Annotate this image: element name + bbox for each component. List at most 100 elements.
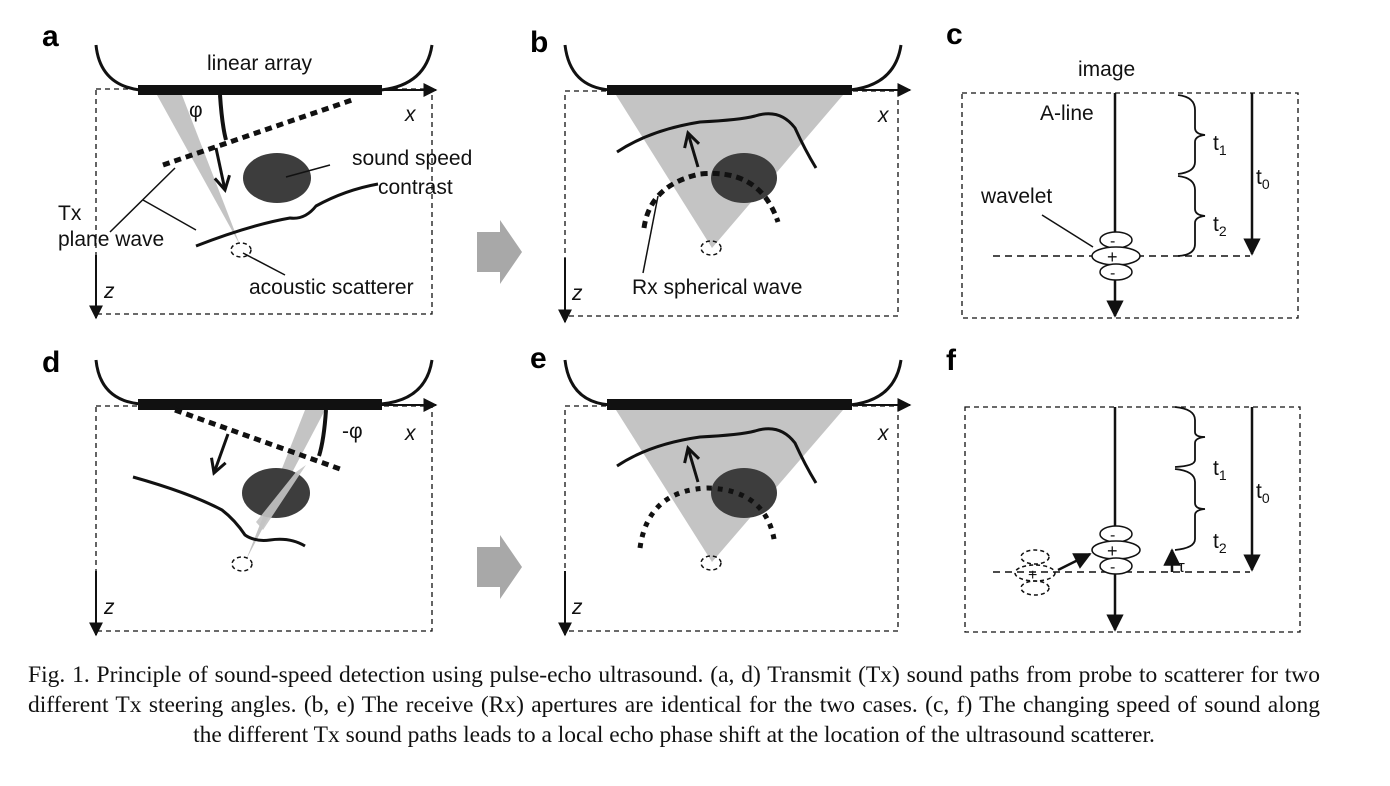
rx-leader [642,195,659,274]
tx-label-line1: Tx [58,202,82,225]
wavelet-minus-bottom: - [1110,265,1115,282]
angle-label: -φ [342,420,363,443]
tx-leader [109,167,197,233]
z-axis-label: z [571,282,583,305]
wavelet-minus-bottom: - [1110,559,1115,576]
image-label: image [1078,58,1135,81]
original-wavelet-lobe-top [1020,549,1050,565]
rx-label: Rx spherical wave [632,276,802,299]
tissue-boundary [616,112,818,169]
t2-label: t2 [1213,530,1227,556]
panel-label-c: c [946,18,963,51]
sound-speed-inclusion [242,468,310,518]
probe-housing [563,44,903,92]
panel-label-d: d [42,346,60,379]
field-of-view-box [95,88,433,315]
propagation-arrow [214,433,230,473]
transducer-array [138,85,382,95]
panel-a: a x z linear array φ sound speed contras… [42,20,472,320]
transition-arrow-top [477,220,522,284]
wavelet-plus: + [1107,247,1118,267]
tx-beam [157,95,240,245]
tau-label: τ [1178,557,1185,576]
brace-t2 [1174,468,1206,551]
acoustic-scatterer [231,556,253,572]
tissue-boundary [616,427,818,484]
transducer-array [607,399,852,410]
image-box [964,406,1301,633]
panel-label-b: b [530,26,548,59]
z-axis-label: z [571,596,583,619]
panel-e: e x z [530,342,912,637]
panel-label-e: e [530,342,547,375]
tx-beam-overlay [256,465,306,530]
original-wavelet-plus: + [1028,567,1037,584]
tissue-boundary [132,475,306,548]
probe-label: linear array [207,52,313,75]
z-axis-label: z [103,280,115,303]
shift-arrow [1057,552,1092,572]
scatterer-leader [242,252,286,276]
wavelet-label: wavelet [980,185,1052,208]
x-axis-label: x [877,422,890,445]
transition-arrow-bottom [477,535,522,599]
steering-angle-arc [317,409,328,457]
rx-spherical-wavefront [637,485,778,549]
tissue-boundary [195,182,379,248]
figure-diagram: a x z linear array φ sound speed contras… [42,18,1301,637]
figure-caption: Fig. 1. Principle of sound-speed detecti… [28,662,1320,748]
panel-f: f - + - + τ t1 t2 t0 [946,344,1301,633]
t1-label: t1 [1213,132,1227,158]
tx-label-line2: plane wave [58,228,164,251]
plane-wavefront [162,97,353,168]
wavelet-plus: + [1107,541,1118,561]
shifted-wavelet-lobe-top [1099,525,1133,543]
acoustic-scatterer [230,242,252,258]
wavelet-lobe-bottom [1099,263,1133,281]
wavelet-lobe-top [1099,231,1133,249]
transducer-array [138,399,382,410]
x-axis-label: x [877,104,890,127]
t0-label: t0 [1256,480,1270,506]
probe-housing [94,359,434,406]
propagation-arrow [216,147,225,190]
sound-speed-inclusion [243,153,311,203]
probe-housing [563,359,903,407]
contrast-leader [285,164,331,178]
original-wavelet-lobe-bottom [1020,580,1050,596]
x-axis-label: x [404,422,417,445]
shifted-wavelet-lobe-bottom [1099,557,1133,575]
contrast-label-line2: contrast [378,176,453,199]
receive-arrow [688,448,698,483]
panel-d: d x -φ z [42,346,438,637]
panel-c: c image A-line - + - wavelet t1 t2 t0 [946,18,1299,319]
brace-t1 [1174,406,1206,468]
sound-speed-inclusion [711,153,777,203]
x-axis-label: x [404,103,417,126]
steering-angle-arc [218,94,228,141]
plane-wavefront [174,407,341,472]
aline-label: A-line [1040,102,1094,125]
receive-arrow [688,133,698,168]
sound-speed-inclusion [711,468,777,518]
field-of-view-box [95,405,433,632]
image-box [961,92,1299,319]
z-axis-label: z [103,596,115,619]
t0-label: t0 [1256,166,1270,192]
angle-label: φ [189,99,203,122]
brace-t1 [1177,94,1206,175]
t2-label: t2 [1213,213,1227,239]
wavelet-minus-top: - [1110,527,1115,544]
probe-housing [94,44,434,92]
acoustic-scatterer [700,240,722,256]
panel-b: b x Rx spherical wave z [530,26,912,324]
contrast-label-line1: sound speed [352,147,472,170]
transducer-array [607,85,852,95]
panel-label-a: a [42,20,59,53]
t1-label: t1 [1213,457,1227,483]
acoustic-scatterer [700,555,722,571]
panel-label-f: f [946,344,957,377]
brace-t2 [1177,175,1206,257]
scatterer-label: acoustic scatterer [249,276,414,299]
rx-spherical-wavefront [641,170,781,229]
